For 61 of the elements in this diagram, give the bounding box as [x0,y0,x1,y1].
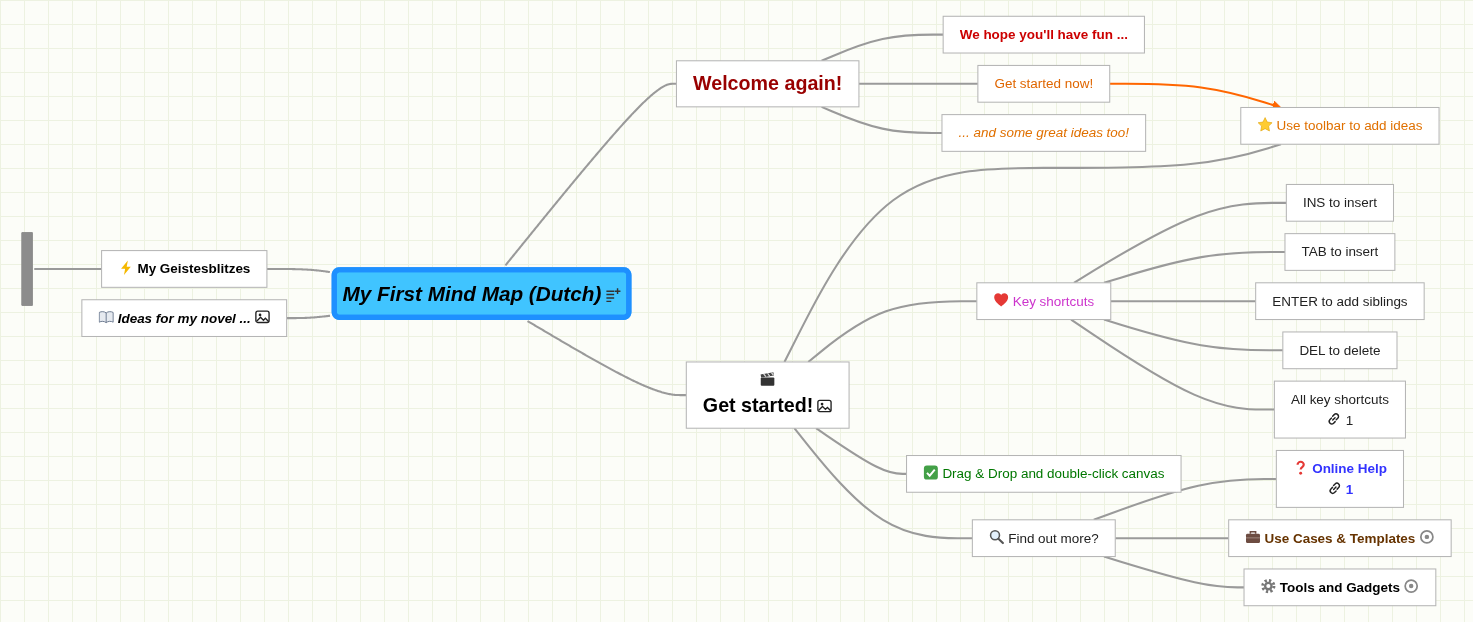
topic-text: All key shortcuts [1290,391,1389,407]
topic-box [1284,233,1396,271]
branch-line [793,427,973,540]
topic-text: Find out more? [1008,530,1099,546]
branch-line [1103,318,1283,352]
branch-line [1093,477,1277,521]
topic-box [1285,183,1394,222]
topic-text: Ideas for my novel ... [117,310,251,326]
topic-text: 1 [1345,481,1354,497]
topic-text: Drag & Drop and double-click canvas [942,465,1165,482]
topic-box [942,15,1145,54]
topic-text: Use toolbar to add ideas [1276,117,1423,134]
branch-line [286,314,331,320]
topic-box [977,64,1111,103]
bar [21,232,33,306]
branch-line [858,82,978,85]
topic-box [1282,331,1398,370]
topic-text: ... and some great ideas too! [958,124,1130,141]
topic-box [1228,519,1452,558]
topic-text: Tools and Gadgets [1279,579,1400,595]
topic-text: We hope you'll have fun ... [959,26,1128,43]
topic-text: Welcome again! [693,72,843,94]
branch-line [815,427,907,475]
topic-box [971,519,1116,558]
topic-text: ENTER to add siblings [1272,293,1408,309]
topic-text: Get started! [702,393,814,416]
topic-text: My First Mind Map (Dutch) [342,282,602,305]
topic-text: My Geistesblitzes [137,260,251,277]
branch-line [1070,318,1275,411]
branch-line [821,105,942,134]
topic-box [1273,380,1406,439]
topic-box [685,361,850,429]
branch-line [34,267,102,270]
topic-text: 1 [1345,411,1354,428]
branch-line [783,143,1282,363]
topic-text: TAB to insert [1301,244,1379,260]
topic-box [1255,282,1425,321]
topic-box [675,60,860,108]
branch-line [1110,300,1256,303]
topic-text: Key shortcuts [1012,293,1095,309]
topic-box [1243,568,1437,607]
topic-text: Online Help [1312,460,1387,477]
branch-line [1115,537,1229,540]
branch-line [821,33,944,62]
topic-box [906,455,1182,493]
topic-box [941,114,1147,152]
topic-text: Get started now! [994,75,1094,92]
topic-box [1240,106,1440,145]
topic-box [976,282,1112,321]
topic-box [1275,449,1404,508]
topic-box [101,250,268,288]
branch-line [1073,201,1287,284]
topic-text: INS to insert [1302,194,1377,211]
topic-text: DEL to delete [1299,342,1381,358]
branch-line [1103,555,1244,589]
topic-box [81,299,288,337]
topic-text: Use Cases & Templates [1264,530,1416,546]
branch-line [1103,250,1285,284]
branch-line [807,300,977,363]
central-topic-box [331,267,632,320]
branch-line [266,267,331,274]
